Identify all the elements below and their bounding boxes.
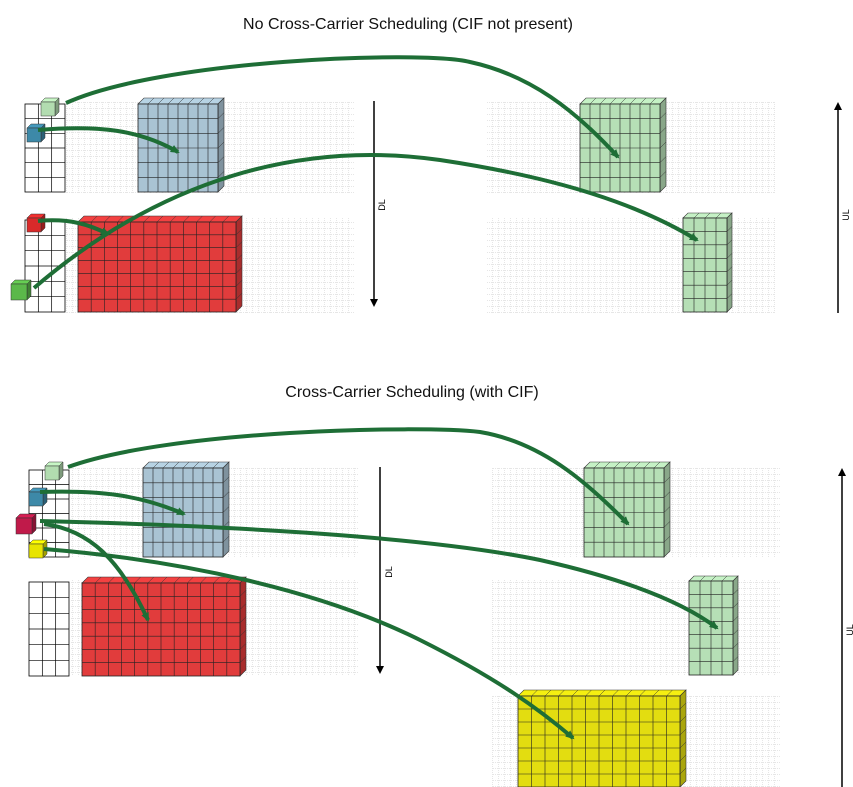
top-dl-axis-label: DL bbox=[377, 199, 387, 211]
bottom-ul-green-block1 bbox=[583, 461, 671, 558]
bottom-ul-green-block2-edge-lines bbox=[699, 575, 739, 662]
bottom-dl-red-data-block-edge-lines bbox=[94, 576, 247, 663]
top-pdcch-red-cube bbox=[26, 213, 46, 233]
bottom-dl-red-data-block-side-face bbox=[239, 576, 247, 677]
top-dl-red-data-block-side-face bbox=[235, 215, 243, 313]
bottom-dl-red-data-block-cell-grid bbox=[82, 583, 240, 676]
bottom-dl-blue-data-block-edge-lines bbox=[152, 461, 230, 543]
bottom-ul-yellow-block-edge-lines bbox=[531, 689, 687, 775]
bottom-dl-control-region1-cells bbox=[29, 470, 69, 557]
bottom-dl-blue-data-block bbox=[142, 461, 230, 558]
top-ul-carriers bbox=[487, 97, 775, 313]
bottom-scheduling-arrows bbox=[39, 427, 719, 740]
bottom-arrow-yellow-to-ul3 bbox=[43, 547, 575, 740]
top-title: No Cross-Carrier Scheduling (CIF not pre… bbox=[243, 16, 573, 33]
top-pdcch-green-cube bbox=[40, 97, 60, 117]
top-dl-red-data-block-cell-grid bbox=[78, 222, 236, 312]
top-ul-green-block2-edge-lines bbox=[693, 212, 733, 299]
top-dl-red-data-block bbox=[77, 215, 243, 313]
bottom-dl-control-region1 bbox=[28, 469, 70, 558]
top-arrow-green-to-ul1 bbox=[65, 55, 620, 159]
top-ul-green-block2-cell-grid bbox=[683, 218, 727, 312]
bottom-ul-yellow-block bbox=[517, 689, 687, 787]
bottom-dl-control-region2-cells bbox=[29, 582, 69, 676]
bottom-arrow-blue-to-dl1 bbox=[39, 489, 186, 516]
top-arrow-red-to-dl2 bbox=[37, 218, 110, 236]
top-dl-blue-data-block bbox=[137, 97, 225, 193]
top-scheduling-arrows bbox=[32, 55, 699, 290]
bottom-ul-axis-label: UL bbox=[845, 624, 853, 636]
bottom-ul-green-block2-side-face bbox=[732, 575, 739, 676]
top-ul-green-block1-edge-lines bbox=[589, 97, 667, 178]
bottom-pdcch-blue-cube bbox=[28, 487, 48, 507]
bottom-ul-carriers bbox=[492, 461, 780, 787]
top-arrow-blue-to-dl1 bbox=[37, 126, 180, 154]
top-dl-control-region2-cells bbox=[25, 220, 65, 312]
top-ul-green-block1 bbox=[579, 97, 667, 193]
bottom-arrow-green-to-ul1 bbox=[67, 427, 630, 526]
bottom-arrow-crimson-to-ul2 bbox=[39, 519, 719, 630]
bottom-arrow-crimson-to-dl2 bbox=[43, 522, 150, 622]
top-pdcch-blue-cube bbox=[26, 123, 46, 143]
top-ul-green-block2 bbox=[682, 212, 733, 313]
bottom-dl-axis-label: DL bbox=[384, 566, 394, 578]
top-dl-control-region1 bbox=[24, 103, 66, 193]
bottom-ul-yellow-block-cell-grid bbox=[518, 696, 680, 787]
top-ul-axis-label: UL bbox=[841, 209, 851, 221]
bottom-pdcch-green-cube bbox=[44, 461, 64, 481]
top-arrow-green-to-ul2 bbox=[32, 153, 699, 290]
top-ul-green-block2-side-face bbox=[726, 212, 733, 313]
bottom-ul-yellow-block-side-face bbox=[679, 689, 687, 787]
top-dl-carriers bbox=[24, 97, 354, 313]
bottom-title: Cross-Carrier Scheduling (with CIF) bbox=[285, 384, 538, 401]
top-dl-blue-data-block-edge-lines bbox=[147, 97, 225, 178]
bottom-pdcch-crimson-cube bbox=[15, 513, 37, 535]
bottom-dl-control-region2 bbox=[28, 581, 70, 677]
bottom-dl-carriers bbox=[28, 461, 358, 677]
top-pdcch-cubes bbox=[10, 97, 60, 301]
bottom-dl-red-data-block bbox=[81, 576, 247, 677]
bottom-pdcch-cubes bbox=[15, 461, 64, 559]
bottom-ul-green-block1-edge-lines bbox=[593, 461, 671, 543]
top-pdcch-dark-green-cube bbox=[10, 279, 32, 301]
bottom-pdcch-yellow-cube bbox=[28, 539, 48, 559]
